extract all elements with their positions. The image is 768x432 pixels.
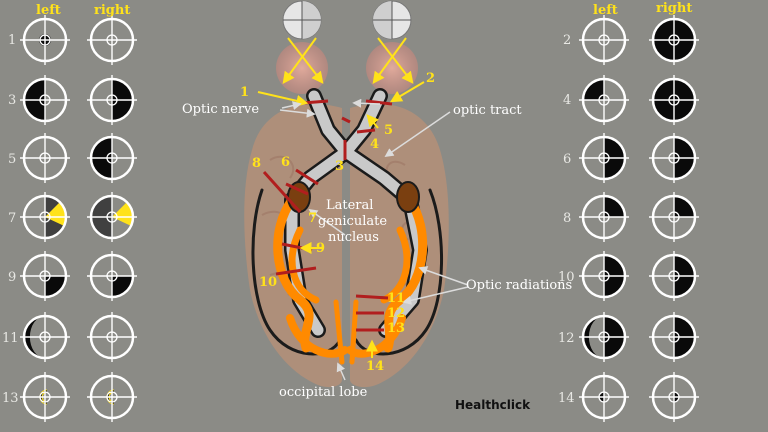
left-panel-field-13-right-eye — [87, 372, 137, 422]
header-left-panel-right: right — [94, 3, 131, 18]
row-number: 7 — [8, 211, 17, 226]
left-eye-field-icon — [282, 0, 322, 40]
optic-radiations — [273, 195, 428, 365]
row-number: 9 — [8, 270, 17, 285]
left-panel-field-7-right-eye — [87, 192, 137, 242]
row-number: 4 — [563, 93, 572, 108]
lesion-marks — [262, 99, 393, 332]
row-number: 5 — [8, 152, 17, 167]
lesion-label-9: 9 — [316, 241, 326, 256]
lesion-label-12: 12 — [387, 306, 406, 321]
left-panel-field-1-left-eye — [20, 15, 70, 65]
label-lgn-line3: nucleus — [328, 230, 379, 245]
right-eye-field-icon — [372, 0, 412, 40]
right-panel-field-6-right-eye — [649, 133, 699, 183]
left-panel-field-9-left-eye — [20, 251, 70, 301]
label-optic-radiations: Optic radiations — [466, 278, 573, 293]
label-optic-nerve: Optic nerve — [182, 102, 260, 117]
right-panel-field-14-left-eye — [579, 372, 629, 422]
label-lgn-line2: geniculate — [318, 214, 388, 229]
label-pointers — [257, 81, 469, 381]
lesion-label-14: 14 — [366, 359, 385, 374]
right-panel-field-10-right-eye — [649, 251, 699, 301]
left-panel-field-11-right-eye — [87, 312, 137, 362]
right-panel-field-2-left-eye — [579, 15, 629, 65]
row-number: 10 — [558, 270, 575, 285]
lesion-label-13: 13 — [387, 321, 406, 336]
left-panel-field-7-left-eye — [20, 192, 70, 242]
header-right-panel-left: left — [593, 3, 618, 18]
left-panel-field-3-left-eye — [20, 75, 70, 125]
left-panel-field-5-left-eye — [20, 133, 70, 183]
left-eye — [276, 42, 328, 94]
row-number: 1 — [8, 33, 17, 48]
visual-field-panels — [20, 15, 699, 422]
left-panel-field-1-right-eye — [87, 15, 137, 65]
lesion-label-7: 7 — [308, 211, 318, 226]
lesion-label-8: 8 — [252, 156, 262, 171]
lesion-label-1: 1 — [240, 85, 250, 100]
left-panel-field-9-right-eye — [87, 251, 137, 301]
right-panel-field-8-left-eye — [579, 192, 629, 242]
row-number: 2 — [563, 33, 572, 48]
right-panel-field-8-right-eye — [649, 192, 699, 242]
label-occipital-lobe: occipital lobe — [279, 385, 368, 400]
left-panel-field-3-right-eye — [87, 75, 137, 125]
right-lgn — [396, 181, 420, 213]
row-number: 6 — [563, 152, 572, 167]
header-right-panel-right: right — [656, 1, 693, 16]
lesion-label-4: 4 — [370, 137, 380, 152]
right-panel-field-14-right-eye — [649, 372, 699, 422]
header-left-panel-left: left — [36, 3, 61, 18]
brand-logo-text: Healthclick — [455, 398, 531, 412]
right-panel-field-6-left-eye — [579, 133, 629, 183]
right-panel-field-2-right-eye — [649, 15, 699, 65]
label-optic-tract: optic tract — [453, 103, 522, 118]
row-number: 11 — [2, 331, 19, 346]
left-panel-field-5-right-eye — [87, 133, 137, 183]
lesion-label-2: 2 — [426, 71, 436, 86]
right-eye — [366, 42, 418, 94]
left-panel-field-11-left-eye — [20, 312, 70, 362]
row-number: 12 — [558, 331, 575, 346]
row-number: 3 — [8, 93, 17, 108]
row-number: 13 — [2, 391, 19, 406]
right-panel-field-12-left-eye — [579, 312, 629, 362]
right-panel-field-4-right-eye — [649, 75, 699, 125]
label-lgn-line1: Lateral — [326, 198, 374, 213]
row-number: 8 — [563, 211, 572, 226]
right-panel-field-12-right-eye — [649, 312, 699, 362]
row-number: 14 — [558, 391, 575, 406]
lesion-label-6: 6 — [281, 155, 291, 170]
right-panel-field-10-left-eye — [579, 251, 629, 301]
right-panel-field-4-left-eye — [579, 75, 629, 125]
left-panel-field-13-left-eye — [20, 372, 70, 422]
lesion-label-5: 5 — [384, 123, 394, 138]
lesion-label-11: 11 — [387, 291, 406, 306]
eyes — [276, 0, 418, 94]
lesion-label-3: 3 — [335, 159, 345, 174]
lesion-label-10: 10 — [259, 275, 278, 290]
